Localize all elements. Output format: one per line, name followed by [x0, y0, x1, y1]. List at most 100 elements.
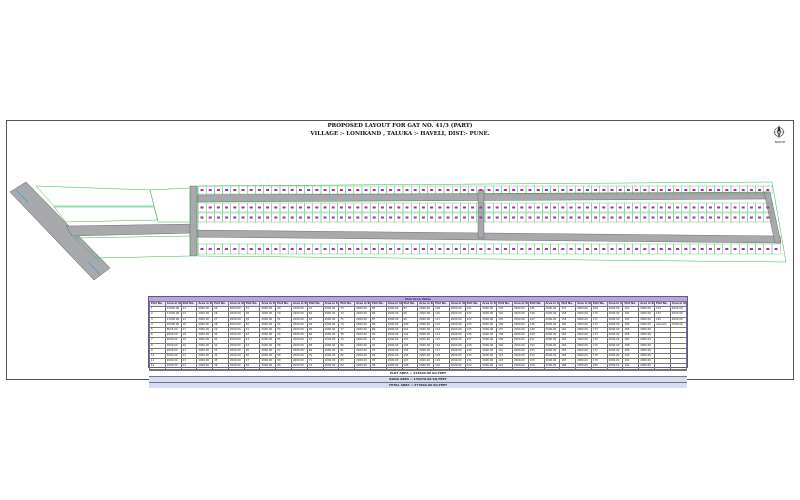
plot-number-mark	[331, 248, 335, 250]
plot-number-mark	[766, 206, 770, 209]
plot-number-mark	[766, 216, 770, 219]
plot-number-mark	[257, 216, 261, 219]
plot-number-mark	[717, 248, 721, 250]
plot-number-mark	[225, 248, 229, 250]
plot-number-mark	[495, 216, 499, 219]
plot-number-mark	[626, 216, 630, 219]
large-plot	[35, 185, 155, 207]
area-cell: 2000.00	[606, 363, 624, 370]
area-cell: 2000.00	[291, 363, 308, 370]
plot-number-mark	[413, 189, 417, 191]
plot-number-mark	[626, 206, 630, 209]
area-cell: 11500.00	[164, 311, 182, 318]
plot-number-mark	[257, 248, 261, 250]
plot-number-mark	[667, 216, 671, 219]
total-area-summary: TOTAL AREA = 577000.00 SQ.FEET	[149, 381, 687, 388]
area-cell: 2000.00	[322, 363, 340, 370]
plot-number-cell	[654, 363, 671, 370]
plot-number-mark	[389, 206, 393, 209]
area-cell: 2000.00	[575, 363, 592, 370]
plot-number-mark	[651, 248, 655, 250]
plot-number-mark	[241, 248, 245, 250]
plot-number-mark	[520, 189, 524, 191]
area-cell: 2000.00	[638, 363, 655, 370]
plot-number-mark	[216, 216, 220, 219]
plot-number-mark	[413, 206, 417, 209]
plot-number-mark	[266, 216, 270, 219]
plot-number-mark	[758, 189, 762, 191]
plot-number-mark	[282, 248, 286, 250]
plot-number-mark	[684, 248, 688, 250]
plot-number-mark	[528, 206, 532, 209]
plot-number-mark	[323, 216, 327, 219]
plot-number-cell: 156	[527, 363, 545, 370]
plot-number-mark	[553, 248, 557, 250]
roads-layer	[9, 181, 782, 281]
plot-number-mark	[233, 206, 237, 209]
plot-number-mark	[208, 206, 212, 209]
plot-outline	[771, 243, 781, 255]
plot-number-mark	[602, 189, 606, 191]
plot-number-mark	[348, 206, 352, 209]
plot-number-mark	[676, 189, 680, 191]
road-area-summary: ROAD AREA = 145270.00 SQ.FEET	[149, 375, 687, 382]
plot-number-mark	[528, 248, 532, 250]
header-area: Area in SQFT	[196, 300, 214, 308]
plot-number-mark	[717, 189, 721, 191]
plot-number-mark	[389, 216, 393, 219]
plot-number-mark	[438, 216, 442, 219]
plot-number-mark	[421, 189, 425, 191]
area-cell: 2000.00	[669, 316, 688, 323]
plot-number-cell: 60	[275, 363, 293, 370]
plot-number-mark	[339, 206, 343, 209]
plot-number-mark	[315, 189, 319, 191]
plot-number-mark	[405, 248, 409, 250]
plot-number-mark	[471, 189, 475, 191]
plot-number-mark	[348, 216, 352, 219]
plot-number-mark	[725, 216, 729, 219]
plot-number-mark	[766, 248, 770, 250]
plot-number-mark	[659, 189, 663, 191]
plot-number-mark	[561, 248, 565, 250]
plot-number-mark	[471, 206, 475, 209]
plot-number-mark	[749, 216, 753, 219]
plot-number-mark	[298, 248, 302, 250]
area-cell: 7000.00	[669, 321, 688, 329]
plot-number-mark	[495, 248, 499, 250]
plot-number-mark	[512, 216, 516, 219]
plot-number-mark	[618, 216, 622, 219]
plot-number-mark	[307, 216, 311, 219]
plot-number-mark	[430, 206, 434, 209]
header-area: Area in SQFT	[354, 300, 371, 308]
plot-number-cell: 36	[212, 363, 229, 370]
plot-number-mark	[397, 206, 401, 209]
plot-number-mark	[307, 206, 311, 209]
table-title: Plot Area Table	[149, 297, 687, 301]
plot-number-mark	[380, 206, 384, 209]
plot-number-mark	[700, 248, 704, 250]
area-table: Plot Area Table Plot No.Area in SQFTPlot…	[148, 296, 688, 388]
plot-number-mark	[339, 216, 343, 219]
highway	[9, 181, 111, 281]
plot-number-mark	[356, 248, 360, 250]
plot-number-mark	[610, 189, 614, 191]
plot-number-mark	[454, 248, 458, 250]
plot-number-mark	[446, 206, 450, 209]
plot-number-mark	[643, 206, 647, 209]
plot-number-mark	[397, 189, 401, 191]
large-plot	[53, 206, 159, 223]
plot-number-mark	[610, 216, 614, 219]
plots-layer	[197, 185, 781, 255]
approach-road	[65, 223, 197, 237]
large-plots	[35, 181, 787, 263]
main-road-bottom	[189, 229, 782, 244]
area-cell: 2000.00	[448, 363, 466, 370]
plot-number-mark	[676, 216, 680, 219]
plot-number-mark	[569, 189, 573, 191]
plot-number-mark	[733, 206, 737, 209]
area-cell: 2000.00	[417, 363, 435, 370]
plot-number-mark	[397, 216, 401, 219]
plot-number-mark	[544, 248, 548, 250]
